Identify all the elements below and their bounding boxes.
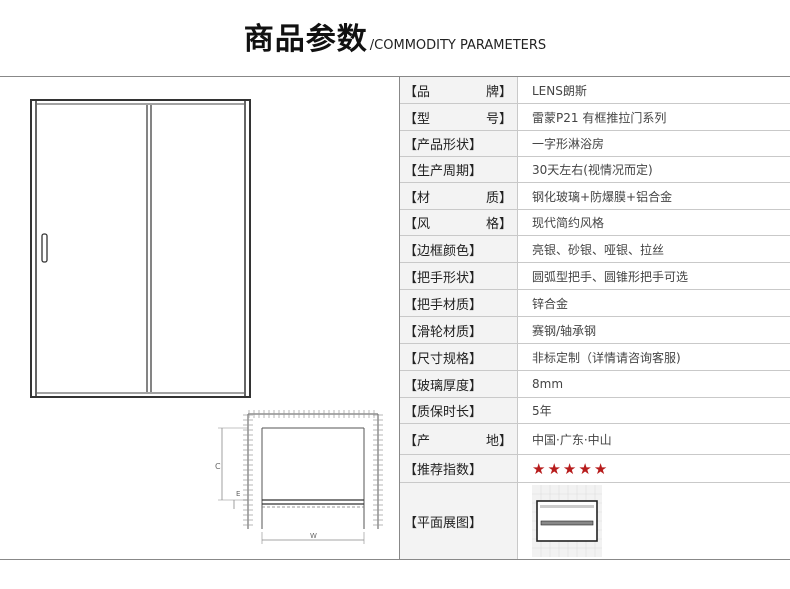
param-label: 【材: [404, 190, 431, 206]
param-value: 现代简约风格: [532, 216, 605, 230]
param-value: 亮银、砂银、哑银、拉丝: [532, 242, 665, 257]
param-value: 8mm: [532, 377, 564, 391]
door-outer-frame: [30, 99, 251, 398]
param-row-production-cycle: 【生产周期】 30天左右(视情况而定): [400, 157, 790, 183]
param-value: 钢化玻璃+防爆膜+铝合金: [532, 189, 673, 204]
param-label: 【推荐指数】: [404, 463, 483, 478]
param-label: 【产品形状】: [404, 138, 483, 153]
param-value: 30天左右(视情况而定): [532, 163, 653, 177]
param-row-warranty: 【质保时长】 5年: [400, 398, 790, 424]
param-value: 雷蒙P21 有框推拉门系列: [532, 110, 667, 125]
param-row-handle-shape: 【把手形状】 圆弧型把手、圆锥形把手可选: [400, 263, 790, 290]
param-label: 【生产周期】: [404, 164, 483, 179]
param-label: 【型: [404, 111, 431, 127]
param-row-floor-plan: 【平面展图】: [400, 483, 790, 559]
param-row-size: 【尺寸规格】 非标定制（详情请咨询客服): [400, 344, 790, 371]
param-row-glass-thickness: 【玻璃厚度】 8mm: [400, 371, 790, 398]
param-value: 一字形淋浴房: [532, 137, 605, 151]
floor-plan-thumbnail: [532, 485, 602, 557]
param-label: 【产: [404, 433, 431, 449]
floor-plan-thumbnail-cell: [518, 483, 790, 559]
page-subtitle: /COMMODITY PARAMETERS: [369, 38, 547, 53]
param-label: 【风: [404, 217, 431, 232]
param-row-model: 【型号】 雷蒙P21 有框推拉门系列: [400, 104, 790, 131]
param-row-origin: 【产地】 中国·广东·中山: [400, 424, 790, 455]
param-value: 中国·广东·中山: [532, 432, 612, 447]
param-value: 圆弧型把手、圆锥形把手可选: [532, 269, 689, 284]
param-row-rating: 【推荐指数】 ★★★★★: [400, 455, 790, 483]
param-value: 锌合金: [532, 296, 569, 311]
page-header: 商品参数/COMMODITY PARAMETERS: [0, 14, 790, 58]
param-row-material: 【材质】 钢化玻璃+防爆膜+铝合金: [400, 183, 790, 210]
param-label: 【玻璃厚度】: [404, 378, 483, 394]
star-icon: ★: [562, 459, 577, 478]
rating-stars: ★★★★★: [518, 455, 790, 482]
star-icon: ★: [532, 459, 546, 478]
param-row-brand: 【品牌】 LENS朗斯: [400, 77, 790, 104]
page-title: 商品参数: [243, 22, 368, 57]
param-row-style: 【风格】 现代简约风格: [400, 210, 790, 236]
param-label: 【把手材质】: [404, 297, 483, 313]
params-frame: C E W 【品牌】 LENS朗斯 【型号】 雷蒙P21 有框推拉门系列 【产品…: [0, 76, 790, 560]
dimension-c-label: C: [215, 462, 221, 471]
product-drawing-panel: C E W: [0, 77, 400, 559]
param-row-handle-material: 【把手材质】 锌合金: [400, 290, 790, 317]
door-drawing: C E W: [30, 99, 383, 544]
param-label: 【把手形状】: [404, 270, 483, 286]
param-value: 赛钢/轴承钢: [532, 323, 597, 338]
param-label: 【质保时长】: [404, 405, 483, 420]
door-handle-icon: [41, 233, 48, 263]
dimension-w-label: W: [310, 532, 317, 540]
star-icon: ★: [578, 459, 592, 478]
param-label: 【品: [404, 84, 431, 100]
star-icon: ★: [547, 459, 561, 478]
param-row-frame-color: 【边框颜色】 亮银、砂银、哑银、拉丝: [400, 236, 790, 263]
param-row-shape: 【产品形状】 一字形淋浴房: [400, 131, 790, 157]
star-icon: ★: [593, 459, 608, 478]
param-label: 【平面展图】: [404, 515, 483, 531]
plan-view-drawing: C E W: [215, 410, 383, 544]
param-value: LENS朗斯: [532, 83, 587, 98]
param-value: 5年: [532, 404, 552, 418]
param-label: 【尺寸规格】: [404, 351, 483, 367]
param-label: 【滑轮材质】: [404, 324, 483, 340]
param-row-pulley-material: 【滑轮材质】 赛钢/轴承钢: [400, 317, 790, 344]
param-label: 【边框颜色】: [404, 243, 483, 259]
dimension-e-label: E: [236, 490, 240, 498]
param-value: 非标定制（详情请咨询客服): [532, 350, 681, 365]
